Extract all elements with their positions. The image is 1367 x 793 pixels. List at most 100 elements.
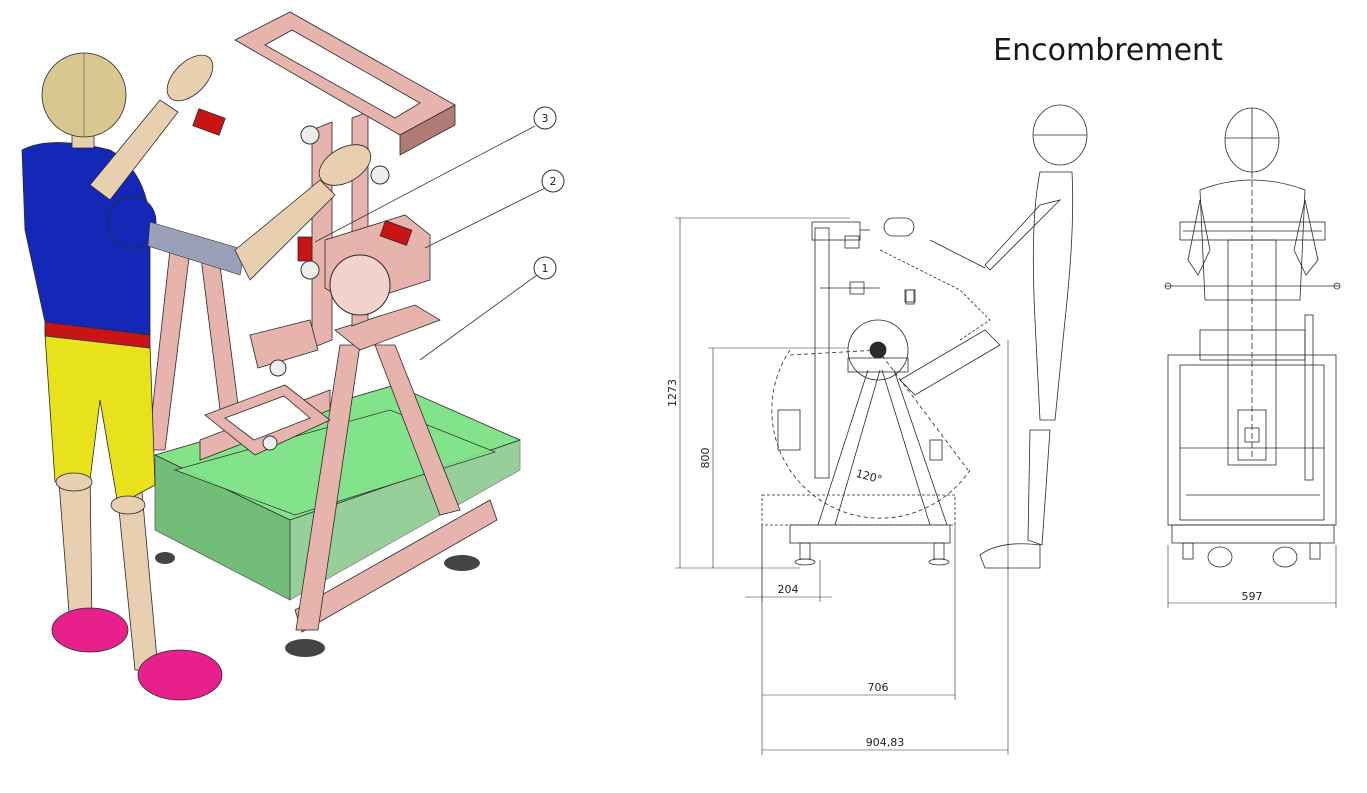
- front-inner-frame: [1179, 364, 1325, 521]
- front-rod-knob-right: [1333, 282, 1341, 290]
- callout-2-leader: [424, 187, 546, 249]
- a-frame-back-leg-left: [147, 249, 191, 451]
- side-swing-arc: [771, 349, 971, 519]
- side-frame-top: [847, 357, 909, 373]
- dimension-labels: 1273 800 204 706 904,83 120° 597: [666, 379, 1263, 749]
- front-mast-slot: [1244, 427, 1260, 443]
- mannequin-knee-right: [110, 495, 146, 515]
- front-arm-right: [1293, 199, 1319, 276]
- side-mannequin-torso: [1032, 171, 1074, 421]
- front-elevation-view: [1164, 107, 1341, 608]
- red-clamp-1: [192, 108, 226, 136]
- side-clip: [905, 289, 915, 305]
- dim-597-label: 597: [1242, 590, 1263, 603]
- front-foot-2: [1309, 542, 1321, 560]
- side-leg-right-2: [893, 369, 948, 526]
- mannequin-hand-left: [166, 54, 214, 102]
- dim-1273-label: 1273: [666, 379, 679, 407]
- front-mast-inner: [1237, 409, 1267, 461]
- side-tool-left: [777, 409, 801, 451]
- callouts: 3 2 1: [314, 106, 565, 361]
- front-carriage: [1199, 329, 1306, 361]
- side-foot-right: [933, 542, 945, 560]
- callout-1-bubble: [533, 256, 557, 280]
- side-foot-pad-left: [794, 558, 816, 566]
- side-swing-ray-2: [877, 349, 969, 471]
- mannequin-arm-raised: [89, 99, 179, 201]
- callout-3-bubble: [533, 106, 557, 130]
- mannequin-knee-left: [55, 472, 93, 492]
- roller-1: [300, 125, 320, 145]
- a-frame-top: [334, 304, 441, 351]
- mannequin-3d: [21, 52, 372, 701]
- side-foot-pad-right: [928, 558, 950, 566]
- side-block-1: [849, 281, 865, 295]
- side-leg-left-2: [834, 369, 881, 526]
- red-clamp-2: [379, 220, 413, 246]
- side-leg-right: [881, 369, 931, 526]
- side-foot-left: [799, 542, 811, 560]
- side-hand-ring: [883, 217, 915, 237]
- a-frame-leg-right: [374, 344, 461, 516]
- rollers: [262, 125, 390, 451]
- mannequin-arm-forward: [147, 221, 246, 276]
- callout-3-number: 3: [542, 112, 549, 125]
- mannequin-leg-left: [57, 469, 93, 626]
- dim-800-label: 800: [699, 448, 712, 469]
- callout-3: 3: [314, 106, 557, 243]
- front-mannequin-torso: [1199, 179, 1306, 301]
- front-rod-knob-left: [1164, 282, 1172, 290]
- mannequin-hand-right: [318, 144, 372, 186]
- mannequin-shoulder: [107, 195, 157, 249]
- dim-904-label: 904,83: [866, 736, 905, 749]
- drawing-title: Encombrement: [993, 33, 1223, 68]
- red-clamp-3: [297, 236, 313, 262]
- side-clamp-a: [844, 235, 860, 249]
- front-foot-1: [1182, 542, 1194, 560]
- callout-1: 1: [419, 256, 557, 361]
- side-mannequin-arm: [984, 199, 1062, 271]
- side-mannequin-foot: [979, 543, 1041, 569]
- callout-1-number: 1: [542, 262, 549, 275]
- side-mannequin-leg: [1027, 429, 1051, 546]
- callout-1-leader: [419, 274, 538, 361]
- foot-right: [444, 555, 480, 571]
- side-swing-ray-1: [789, 349, 879, 356]
- leveling-feet: [155, 552, 480, 657]
- lower-carriage: [204, 319, 331, 456]
- front-base: [1171, 524, 1335, 544]
- top-frame-side: [399, 104, 456, 156]
- side-base-outline: [761, 494, 956, 526]
- side-mannequin-forearm: [929, 239, 986, 269]
- side-block-2: [904, 289, 916, 303]
- top-frame-inner: [264, 29, 421, 119]
- dim-706-label: 706: [868, 681, 889, 694]
- side-rotary-disk: [847, 319, 909, 381]
- side-base-bar: [789, 524, 951, 544]
- mannequin-forearm: [234, 179, 336, 281]
- carriage-block: [249, 319, 319, 369]
- callout-2-number: 2: [550, 175, 557, 188]
- side-leg-left: [817, 369, 869, 526]
- side-tilted-arm: [899, 329, 1001, 396]
- roller-5: [262, 435, 278, 451]
- side-dimensions: [675, 217, 1009, 755]
- side-mannequin: [929, 104, 1088, 569]
- front-shoe-right: [1272, 546, 1298, 568]
- side-top-head: [811, 221, 861, 241]
- mannequin-shoe-left: [51, 607, 129, 653]
- roller-2: [370, 165, 390, 185]
- foot-back-left: [155, 552, 175, 564]
- callout-2-bubble: [541, 169, 565, 193]
- dim-204-label: 204: [778, 583, 799, 596]
- side-tool-right: [929, 439, 943, 461]
- roller-3: [300, 260, 320, 280]
- foot-front: [285, 639, 325, 657]
- front-mast: [1227, 239, 1277, 466]
- callout-3-leader: [314, 125, 536, 243]
- side-elevation-view: [675, 104, 1088, 755]
- carriage-frame-inner: [224, 395, 311, 441]
- front-arm-left: [1187, 199, 1211, 276]
